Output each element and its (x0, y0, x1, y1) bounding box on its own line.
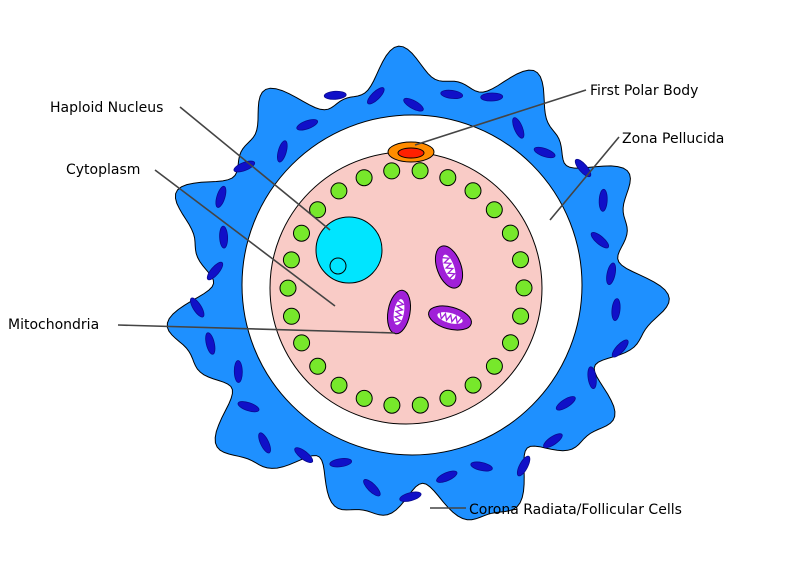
follicular-nucleus (587, 366, 597, 390)
cortical-granule (309, 201, 327, 219)
follicular-nucleus (440, 89, 464, 100)
follicular-nucleus (598, 188, 608, 212)
cortical-granule (515, 279, 533, 297)
cortical-granule (293, 224, 310, 242)
cortical-granule (383, 396, 401, 414)
follicular-nucleus (205, 332, 216, 355)
nucleolus (329, 257, 347, 275)
cortical-granules (279, 162, 533, 414)
haploid-nucleus (315, 216, 383, 284)
follicular-nucleus (233, 360, 243, 383)
leader-line-zona-pellucida (549, 136, 620, 221)
cortical-granule (512, 251, 529, 269)
leader-line-haploid-nucleus (179, 106, 331, 231)
follicular-nucleus (590, 232, 610, 249)
cortical-granule (411, 162, 429, 180)
follicular-nucleus (237, 401, 260, 413)
cortical-granule (501, 224, 519, 242)
cortical-granule (355, 169, 373, 187)
mitochondrion (428, 305, 472, 331)
label-first-polar-body: First Polar Body (590, 83, 698, 99)
first-polar-body (387, 141, 435, 163)
label-mitochondria: Mitochondria (8, 317, 99, 333)
follicular-nucleus (543, 433, 563, 449)
cortical-granule (464, 182, 482, 200)
label-cytoplasm: Cytoplasm (66, 162, 140, 178)
cortical-granule (383, 162, 401, 180)
cortical-granule (485, 357, 503, 375)
follicular-nucleus (277, 140, 288, 163)
cortical-granule (293, 334, 311, 352)
follicular-nucleus (296, 119, 319, 131)
cortical-granule (439, 389, 457, 407)
follicular-nucleus (611, 298, 621, 321)
cortical-granule (355, 389, 373, 407)
follicular-cell-nuclei (190, 87, 629, 502)
cortical-granule (485, 201, 503, 219)
follicular-nucleus (606, 262, 617, 285)
cortical-granule (411, 396, 429, 414)
follicular-nucleus (480, 92, 504, 102)
follicular-nucleus (215, 185, 227, 208)
label-haploid-nucleus: Haploid Nucleus (50, 100, 163, 116)
cortical-granule (279, 279, 297, 297)
follicular-nucleus (294, 447, 314, 463)
mitochondrion (434, 245, 464, 289)
cortical-granule (330, 376, 348, 394)
cortical-granule (309, 357, 327, 375)
cortical-granule (512, 307, 530, 325)
follicular-nucleus (190, 297, 205, 318)
follicular-nucleus (574, 158, 592, 178)
cortical-granule (282, 251, 300, 269)
cortical-granule (439, 169, 457, 187)
follicular-nucleus (206, 261, 224, 281)
follicular-nucleus (399, 491, 422, 502)
follicular-nucleus (611, 339, 629, 358)
label-corona-radiata: Corona Radiata/Follicular Cells (469, 502, 682, 518)
leader-line-cytoplasm (154, 169, 336, 307)
follicular-nucleus (516, 455, 531, 477)
leader-line-first-polar-body (414, 89, 587, 146)
cortical-granule (502, 334, 519, 352)
follicular-nucleus (363, 479, 381, 497)
leader-line-mitochondria (117, 324, 396, 334)
follicular-nucleus (329, 458, 353, 468)
mitochondrion (387, 289, 411, 335)
follicular-nucleus (323, 90, 347, 100)
follicular-nucleus (367, 87, 385, 105)
cortical-granule (283, 307, 300, 325)
follicular-nucleus (436, 470, 458, 483)
cortical-granule (330, 182, 348, 200)
label-zona-pellucida: Zona Pellucida (622, 131, 724, 147)
mitochondria-group (387, 245, 472, 335)
follicular-nucleus (512, 117, 525, 139)
follicular-nucleus (219, 225, 229, 249)
follicular-nucleus (258, 432, 271, 454)
follicular-nucleus (555, 396, 576, 411)
follicular-nucleus (533, 146, 556, 159)
follicular-nucleus (403, 97, 424, 112)
follicular-nucleus (470, 461, 493, 472)
cortical-granule (464, 376, 482, 394)
